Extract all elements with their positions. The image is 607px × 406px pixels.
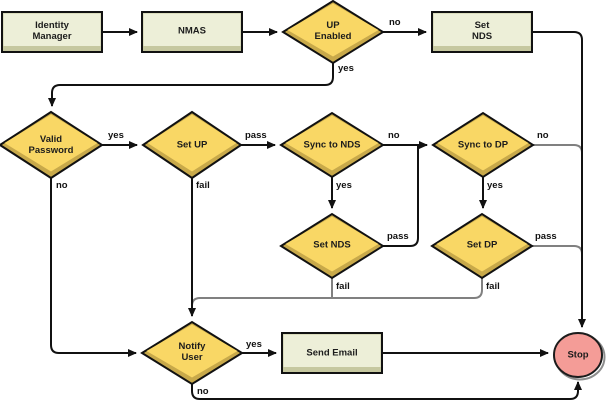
node-stop — [553, 332, 606, 381]
edge-sync-to-dp-no — [533, 144, 583, 154]
node-up-enabled — [281, 0, 385, 65]
node-valid-password — [0, 110, 104, 180]
edges-alt — [191, 144, 583, 307]
node-notify-user — [140, 320, 244, 386]
node-nmas — [141, 11, 243, 53]
edge-set-nds-pass — [383, 145, 419, 247]
node-sync-to-dp — [431, 111, 535, 179]
edge-notify-user-no — [191, 381, 582, 400]
node-sync-to-nds — [279, 111, 385, 179]
node-set-nds — [279, 212, 385, 280]
edge-up-enabled-yes — [48, 63, 334, 107]
edge-set-nds-box-to-stop — [532, 31, 586, 328]
edge-set-dp-pass — [532, 245, 583, 255]
edge-set-dp-fail — [191, 278, 483, 307]
node-send-email — [281, 332, 383, 374]
edges-main — [48, 28, 586, 400]
edge-valid-password-no — [50, 178, 137, 357]
node-set-nds-box — [431, 11, 533, 53]
node-set-dp — [430, 212, 534, 280]
node-identity-manager — [1, 11, 103, 53]
node-set-up — [141, 110, 243, 180]
